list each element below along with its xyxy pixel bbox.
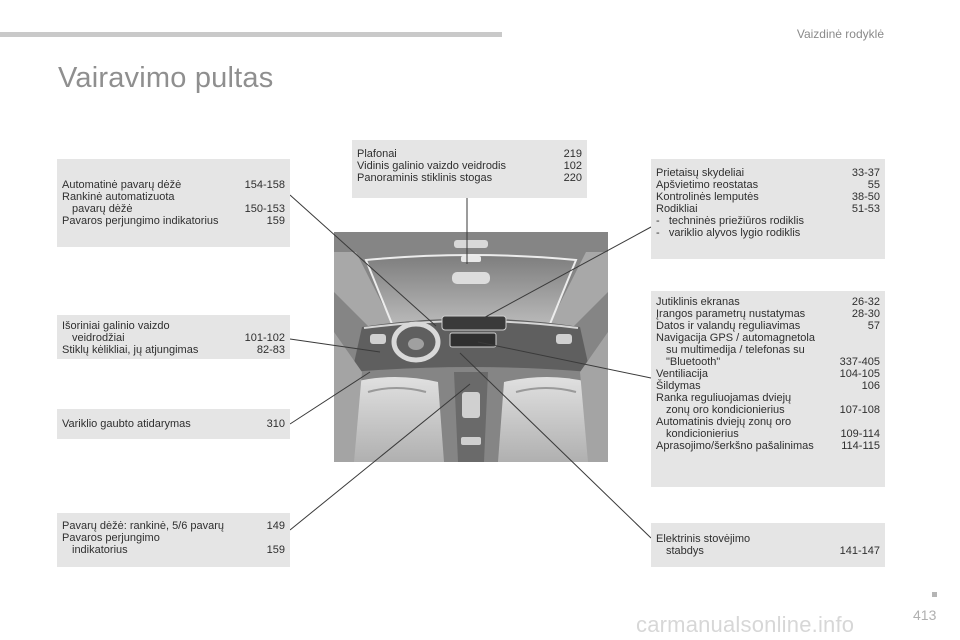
watermark: carmanualsonline.info	[636, 612, 855, 637]
list-item: "Bluetooth"337-405	[666, 356, 880, 368]
list-item: Rankinė automatizuota	[62, 191, 175, 203]
list-item: Elektrinis stovėjimo	[656, 533, 751, 545]
list-item: su multimedija / telefonas su	[666, 344, 805, 356]
page-number: 413	[913, 607, 937, 623]
list-item: Ranka reguliuojamas dviejų	[656, 392, 792, 404]
list-item: Automatinis dviejų zonų oro	[656, 416, 792, 428]
dashboard-photo	[334, 232, 608, 462]
list-item: - variklio alyvos lygio rodiklis	[656, 227, 801, 239]
page-marker	[932, 592, 937, 597]
list-item: Pavaros perjungimo	[62, 532, 160, 544]
section-title: Vaizdinė rodyklė	[796, 27, 884, 41]
list-item: Navigacija GPS / automagnetola	[656, 332, 815, 344]
header-rule	[0, 32, 502, 37]
list-item: Išoriniai galinio vaizdo	[62, 320, 170, 332]
page-title: Vairavimo pultas	[58, 62, 274, 94]
list-item: - techninės priežiūros rodiklis	[656, 215, 804, 227]
